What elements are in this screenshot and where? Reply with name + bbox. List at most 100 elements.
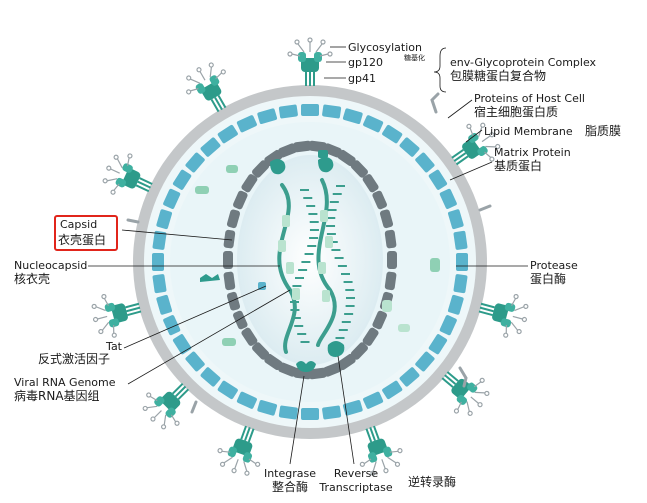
leader-lines [88,46,528,465]
env-spike [359,425,403,476]
capsid-protein-block [252,342,270,360]
matrix-protein-block [382,124,403,144]
label-tat-en: Tat [106,340,122,353]
matrix-protein-block [363,115,384,133]
env-spike [478,293,529,338]
matrix-protein-block [301,408,319,420]
matrix-protein-block [453,230,468,250]
matrix-protein-block [322,104,342,119]
matrix-protein-block [152,274,167,294]
capsid-protein-block [241,327,258,346]
matrix-protein-block [342,108,363,125]
label-gp41: gp41 [348,72,376,85]
matrix-protein-block [172,334,192,355]
matrix-protein-block [439,188,457,209]
capsid-protein-block [337,353,356,371]
label-capsid-cn: 衣壳蛋白 [58,233,107,247]
capsid-protein-block [264,149,283,167]
matrix-protein-block [428,169,448,190]
matrix-protein-block [257,108,278,125]
label-rt-en-1: Reverse [333,467,379,480]
capsid-protein-block [233,310,248,330]
matrix-protein-block [399,137,420,157]
label-env-complex-cn: 包膜糖蛋白复合物 [450,69,547,83]
label-capsid-en: Capsid [60,218,98,231]
label-nucleocapsid-en: Nucleocapsid [14,259,88,272]
capsid-protein-block [323,143,342,158]
capsid-protein-block [293,140,312,153]
matrix-protein-block [236,391,257,409]
capsid-protein-block [379,209,394,229]
matrix-protein-block [447,209,464,230]
label-tat-cn: 反式激活因子 [38,352,111,366]
label-matrix-en: Matrix Protein [494,146,571,159]
matrix-protein-block [399,367,420,387]
matrix-protein-block [428,334,448,355]
capsid-protein-block [384,229,397,249]
matrix-protein-block [439,315,457,336]
nucleocapsid-proteins [278,210,333,302]
matrix-protein-block [185,351,205,372]
matrix-protein-block [217,380,238,400]
label-protease-cn: 蛋白酶 [530,272,567,286]
matrix-protein-block [185,152,205,173]
matrix-protein-block [156,294,173,315]
env-glycoprotein-spikes [91,37,529,476]
capsid-protein-block [264,353,283,371]
matrix-protein-block [200,137,221,157]
matrix-protein-block [415,152,435,173]
matrix-protein-block [200,367,221,387]
capsid-protein-block [241,174,258,193]
label-rt-cn: 逆转录酶 [408,475,457,489]
matrix-protein-block [163,188,181,209]
label-protease-en: Protease [530,259,578,272]
rna-strand-right [316,178,337,347]
capsid-protein-block [323,362,342,377]
capsid-protein-block [278,143,297,158]
matrix-protein-block [163,315,181,336]
label-lipid-membrane-cn: 脂质膜 [585,124,622,138]
rna-strand-left [277,183,297,354]
capsid-protein-block [278,362,297,377]
label-gp120: gp120 [348,56,383,69]
env-spike [186,62,227,113]
capsid-protein-block [223,229,236,249]
matrix-protein-block [363,391,384,409]
matrix-protein-block [152,230,167,250]
matrix-protein-block [278,104,298,119]
label-glycosylation-cn: 糖基化 [404,54,425,62]
label-rna-en: Viral RNA Genome [14,376,116,389]
capsid-protein-block [372,310,387,330]
matrix-protein-block [236,115,257,133]
capsid-protein-block [252,160,270,178]
rna-bases [290,185,355,343]
label-env-complex-en: env-Glycoprotein Complex [450,56,597,69]
matrix-protein-block [456,253,468,271]
matrix-protein-block [301,104,319,116]
matrix-protein-block [382,380,403,400]
matrix-protein-block [453,274,468,294]
capsid-protein-block [308,367,327,380]
capsid-protein-block [308,140,327,153]
capsid-protein-block [362,327,379,346]
label-integrase-en: Integrase [263,467,317,480]
label-matrix-cn: 基质蛋白 [494,159,543,173]
capsid-enzymes [270,157,345,372]
matrix-protein-block [278,405,298,420]
capsid-protein-block [233,190,248,210]
matrix-protein-block [447,294,464,315]
label-rt-en-2: Transcriptase [319,481,393,494]
capsid-highlight-box [54,215,118,251]
matrix-protein-block [156,209,173,230]
matrix-protein-block [152,253,164,271]
matrix-space-proteins [195,150,440,346]
label-glycosylation: Glycosylation [348,41,422,54]
env-spike [287,37,333,86]
matrix-protein-block [322,405,342,420]
matrix-protein-block [172,169,192,190]
capsid-shell [223,140,397,380]
capsid-protein-block [387,251,397,269]
capsid-protein-block [372,190,387,210]
matrix-protein-block [342,399,363,416]
env-spike [142,382,190,430]
